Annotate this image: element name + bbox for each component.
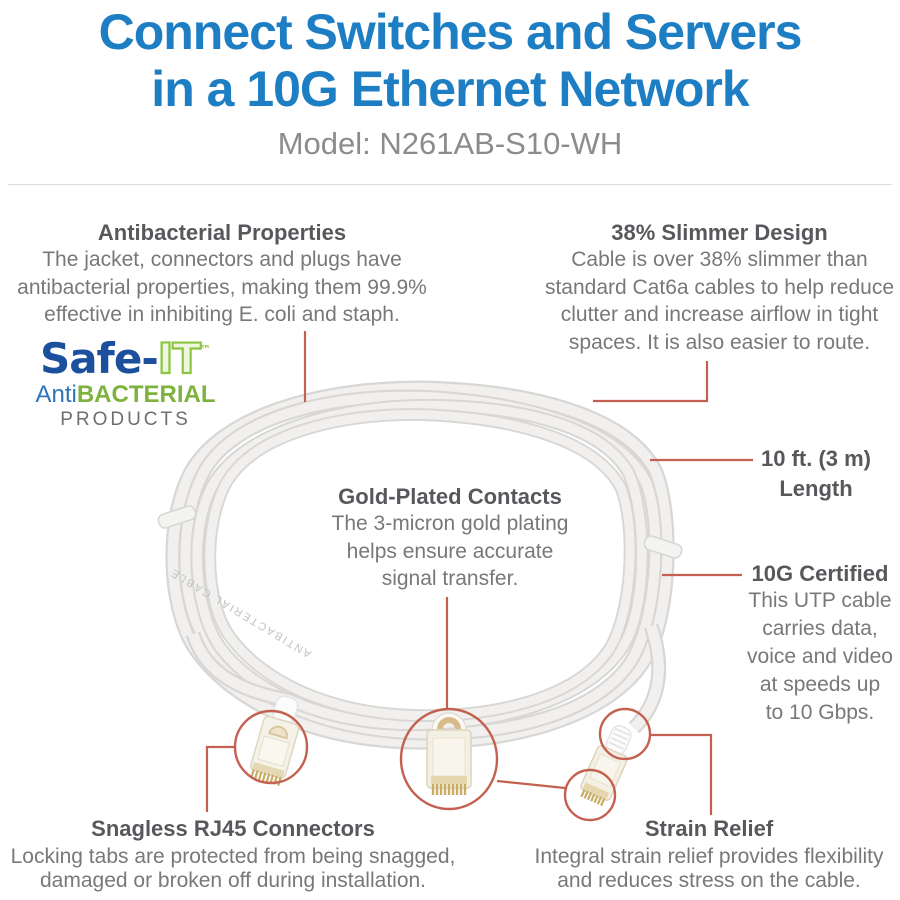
safe-it-wordmark: Safe-IT™: [28, 327, 223, 382]
callout-antibacterial-heading: Antibacterial Properties: [97, 220, 347, 245]
callout-slimmer-line: clutter and increase airflow in tight: [560, 303, 879, 326]
callout-antibacterial-line: The jacket, connectors and plugs have: [42, 248, 402, 271]
callout-strain-line: and reduces stress on the cable.: [557, 868, 861, 892]
callout-length-heading-line1: 10 ft. (3 m): [760, 446, 872, 471]
callout-certified-line: at speeds up: [759, 673, 881, 696]
callout-certified-heading: 10G Certified: [751, 561, 889, 586]
page-title-line2: in a 10G Ethernet Network: [151, 61, 749, 117]
callout-gold-line: The 3-micron gold plating: [331, 512, 569, 535]
callout-length: 10 ft. (3 m) Length: [741, 444, 891, 504]
logo-subtitle: AntiBACTERIAL: [28, 382, 223, 407]
logo-text-bacterial: BACTERIAL: [76, 381, 216, 408]
logo-hyphen: -: [141, 334, 158, 383]
rj45-connector-middle: [426, 712, 472, 795]
callout-snagless-heading: Snagless RJ45 Connectors: [91, 816, 375, 841]
callout-snagless-line: damaged or broken off during installatio…: [39, 868, 427, 892]
callout-antibacterial: Antibacterial Properties The jacket, con…: [7, 219, 437, 329]
callout-gold-line: signal transfer.: [381, 567, 519, 590]
callout-gold-heading: Gold-Plated Contacts: [338, 484, 562, 509]
highlight-circle-strain-boot: [598, 707, 652, 761]
cable-end-left: [185, 631, 300, 786]
page-title: Connect Switches and Servers in a 10G Et…: [0, 4, 900, 118]
callout-certified-line: This UTP cable: [748, 589, 892, 612]
trademark-symbol: ™: [200, 343, 212, 356]
callout-snagless: Snagless RJ45 Connectors Locking tabs ar…: [3, 815, 463, 892]
logo-caption-products: PRODUCTS: [60, 409, 191, 430]
callout-line-snagless: [205, 745, 235, 812]
callout-slimmer-heading: 38% Slimmer Design: [611, 220, 828, 245]
rj45-connector-left: [250, 695, 300, 786]
page-title-line1: Connect Switches and Servers: [98, 4, 803, 60]
callout-slimmer: 38% Slimmer Design Cable is over 38% sli…: [512, 219, 900, 356]
header-divider: [8, 184, 892, 185]
cable-end-right: [580, 623, 667, 807]
strain-relief-ridges: [608, 727, 631, 750]
callout-line-contacts-link: [496, 779, 566, 790]
callout-snagless-line: Locking tabs are protected from being sn…: [10, 845, 456, 868]
callout-certified-line: carries data,: [762, 617, 878, 640]
cable-wrap-band-left: [157, 505, 197, 529]
callout-slimmer-line: Cable is over 38% slimmer than: [571, 248, 868, 271]
rj45-connector-right: [580, 725, 632, 807]
safe-it-logo: Safe-IT™ AntiBACTERIAL PRODUCTS: [28, 327, 223, 431]
model-number: Model: N261AB-S10-WH: [277, 126, 623, 161]
callout-line-slimmer: [593, 361, 709, 403]
cable-wrap-band-right: [643, 535, 683, 559]
callout-strain-line: Integral strain relief provides flexibil…: [534, 845, 884, 868]
callout-strain-relief: Strain Relief Integral strain relief pro…: [504, 815, 900, 892]
callout-antibacterial-line: effective in inhibiting E. coli and stap…: [44, 303, 400, 326]
highlight-circle-left-connector: [233, 709, 309, 785]
callout-slimmer-line: spaces. It is also easier to route.: [568, 330, 871, 354]
callout-gold-line: helps ensure accurate: [346, 539, 554, 563]
highlight-circle-middle-connector: [399, 707, 499, 811]
highlight-circle-right-tip: [563, 768, 617, 822]
callout-certified-line: to 10 Gbps.: [765, 701, 875, 724]
logo-text-it: IT: [157, 334, 203, 383]
logo-text-safe: Safe: [39, 334, 142, 383]
callout-antibacterial-line: antibacterial properties, making them 99…: [17, 275, 427, 299]
callout-slimmer-line: standard Cat6a cables to help reduce: [544, 275, 895, 299]
callout-strain-heading: Strain Relief: [644, 816, 774, 841]
callout-length-heading-line2: Length: [779, 476, 853, 501]
logo-text-anti: Anti: [35, 381, 77, 408]
callout-certified: 10G Certified This UTP cable carries dat…: [745, 560, 895, 727]
callout-gold-contacts: Gold-Plated Contacts The 3-micron gold p…: [295, 483, 605, 593]
callout-lines: [205, 331, 753, 822]
callout-certified-line: voice and video: [747, 645, 893, 668]
callout-line-strain: [650, 733, 713, 815]
